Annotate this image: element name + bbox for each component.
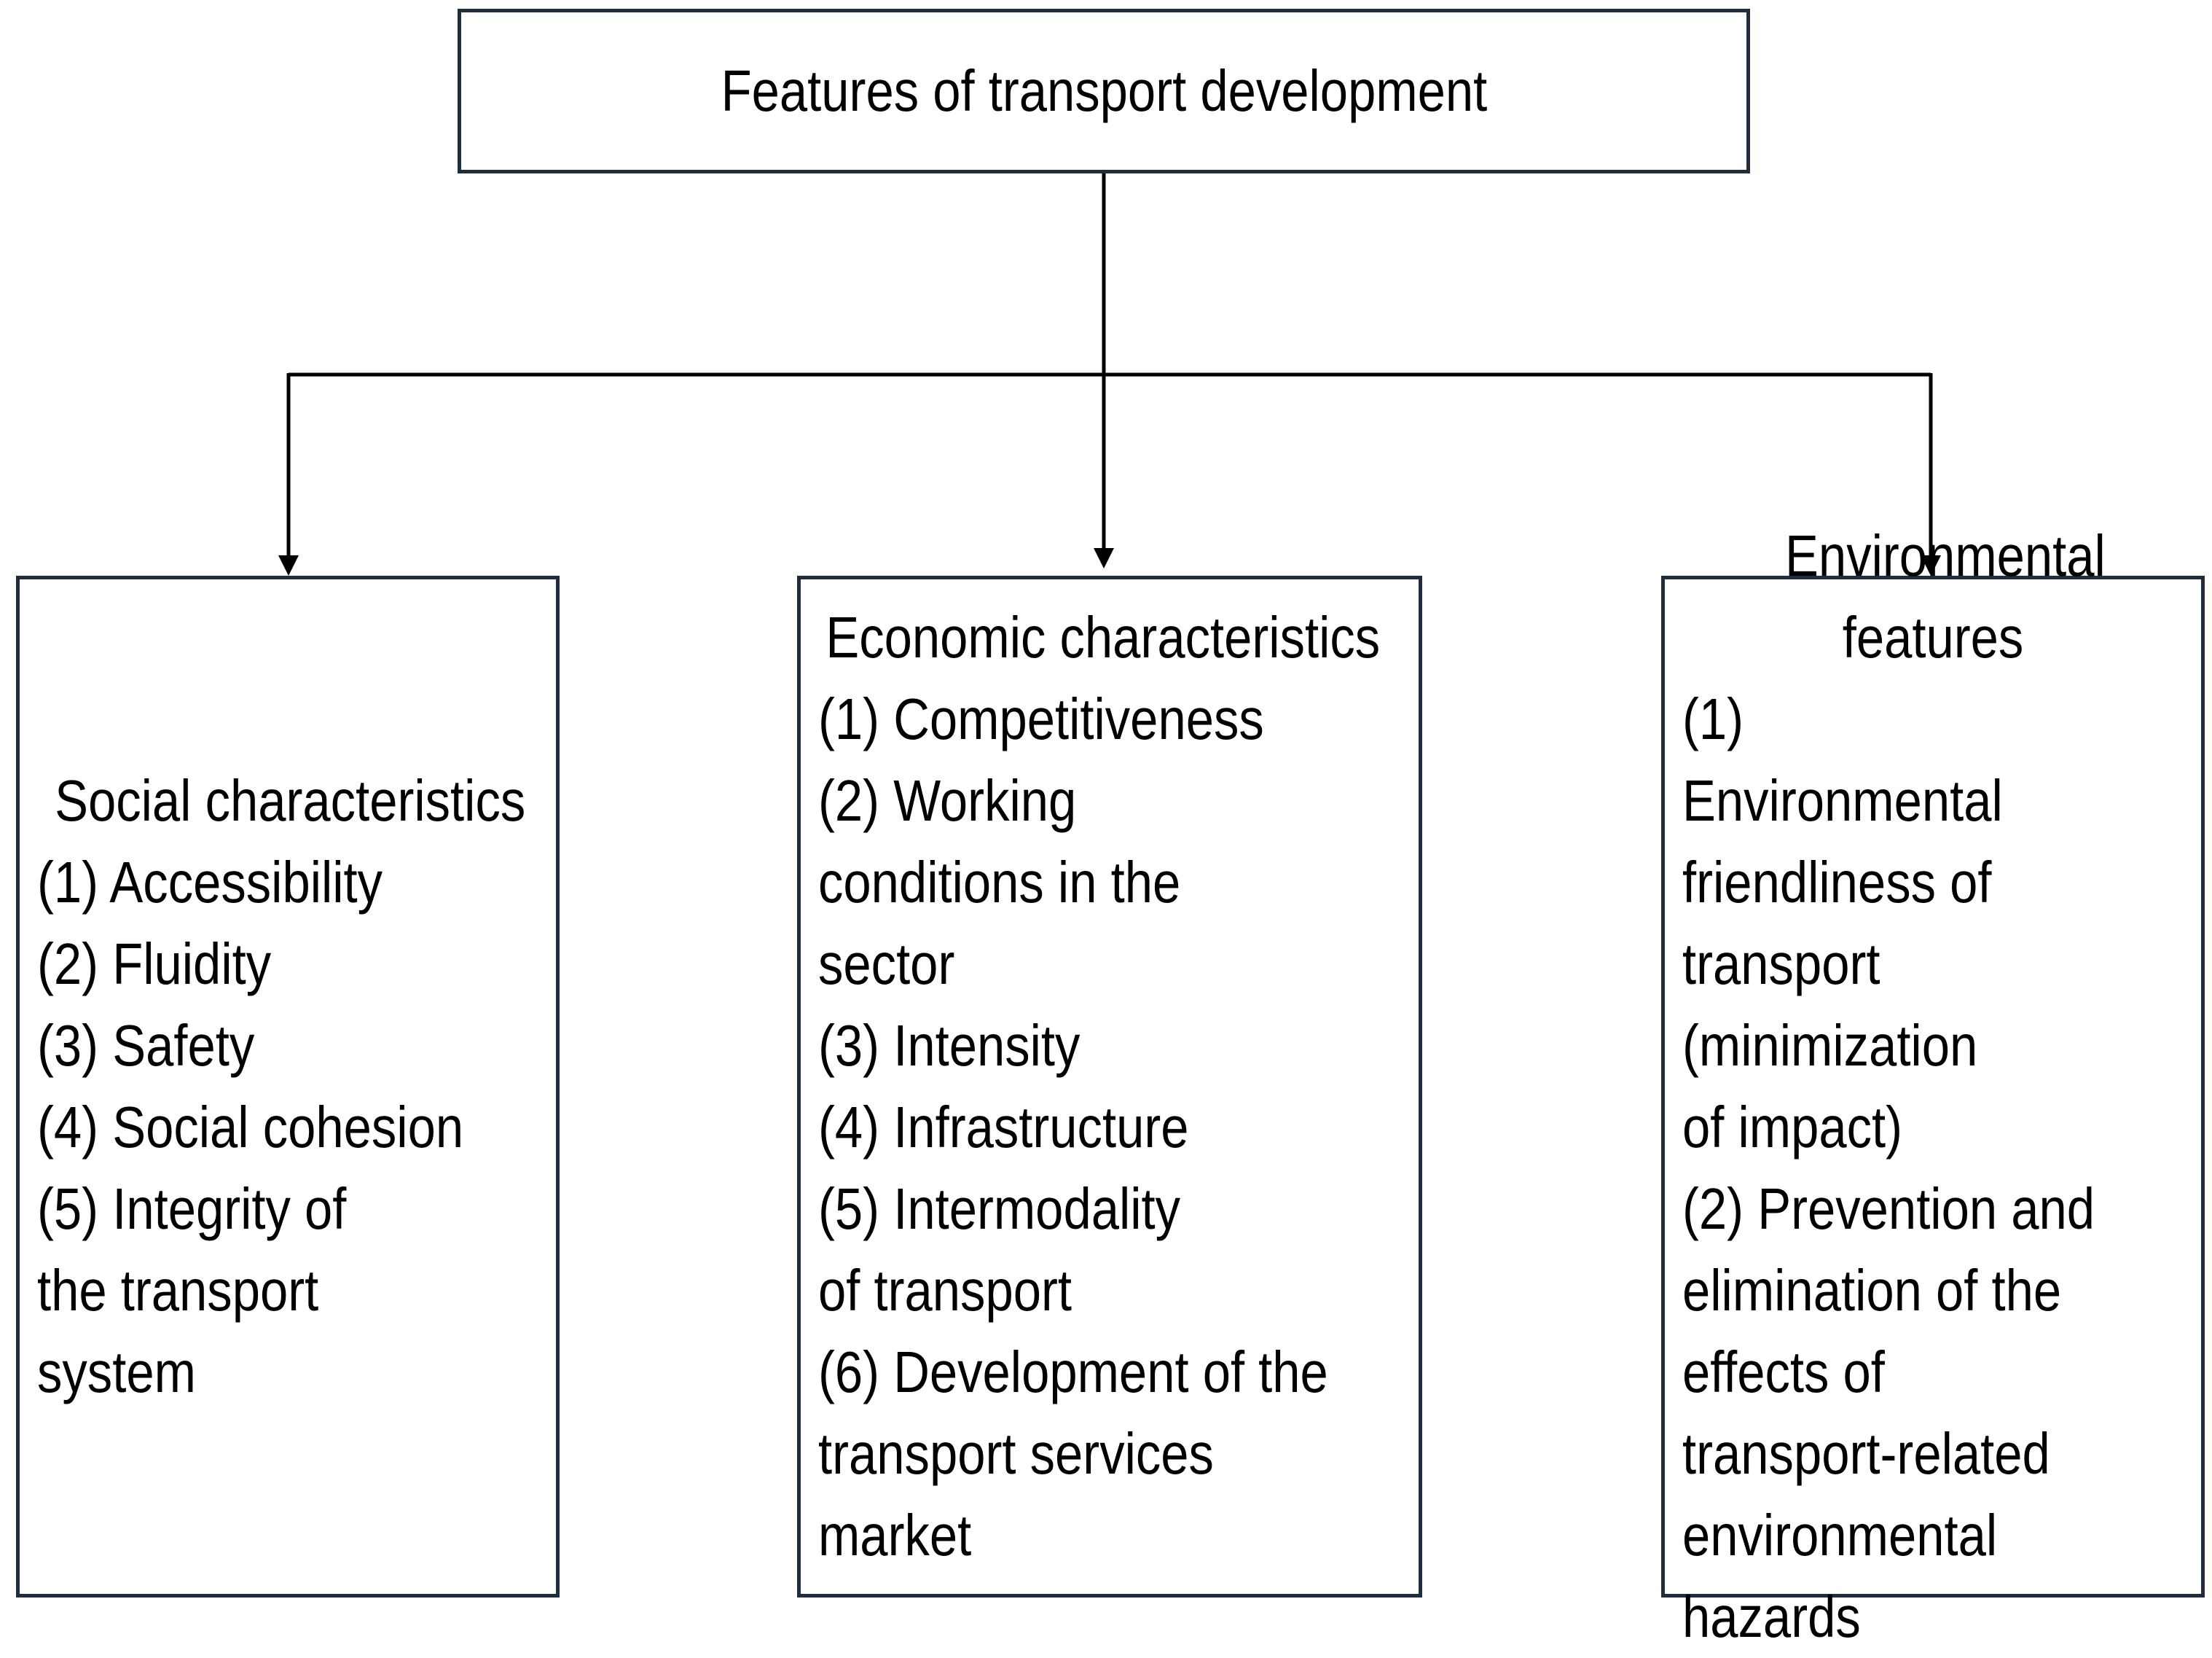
social-items-list: (1) Accessibility (2) Fluidity (3) Safet… xyxy=(37,842,556,1413)
list-item: (2) Fluidity xyxy=(37,931,272,996)
arrowhead-social xyxy=(278,555,299,576)
arrowhead-economic xyxy=(1094,548,1114,568)
arrowhead-environmental xyxy=(1921,555,1941,576)
list-item: (5) Integrity of the transport system xyxy=(37,1176,347,1404)
connector-lines xyxy=(278,173,1941,576)
environmental-features-node: Environmental features (1) Environmental… xyxy=(1661,523,2205,1649)
list-item: (2) Working conditions in the sector xyxy=(818,768,1181,996)
environmental-title: Environmental features xyxy=(1785,523,2106,670)
environmental-items-list: (1) Environmental friendliness of transp… xyxy=(1682,679,2201,1658)
list-item: (6) Development of the transport service… xyxy=(818,1340,1328,1568)
social-title: Social characteristics xyxy=(55,768,526,833)
social-characteristics-node: Social characteristics (1) Accessibility… xyxy=(16,576,560,1598)
list-item: (5) Intermodality of transport xyxy=(818,1176,1181,1323)
list-item: (3) Safety xyxy=(37,1013,255,1078)
root-title: Features of transport development xyxy=(721,58,1487,123)
list-item: (1) Accessibility xyxy=(37,850,383,915)
root-node: Features of transport development xyxy=(458,9,1750,173)
economic-items-list: (1) Competitiveness (2) Working conditio… xyxy=(818,679,1419,1576)
list-item: (4) Infrastructure xyxy=(818,1095,1189,1160)
economic-characteristics-node: Economic characteristics (1) Competitive… xyxy=(797,576,1422,1598)
list-item: (3) Intensity xyxy=(818,1013,1080,1078)
list-item: (4) Social cohesion xyxy=(37,1095,464,1160)
list-item: (1) Environmental friendliness of transp… xyxy=(1682,687,2003,1160)
list-item: (2) Prevention and elimination of the ef… xyxy=(1682,1176,2095,1649)
economic-title: Economic characteristics xyxy=(825,605,1381,670)
list-item: (1) Competitiveness xyxy=(818,687,1264,751)
